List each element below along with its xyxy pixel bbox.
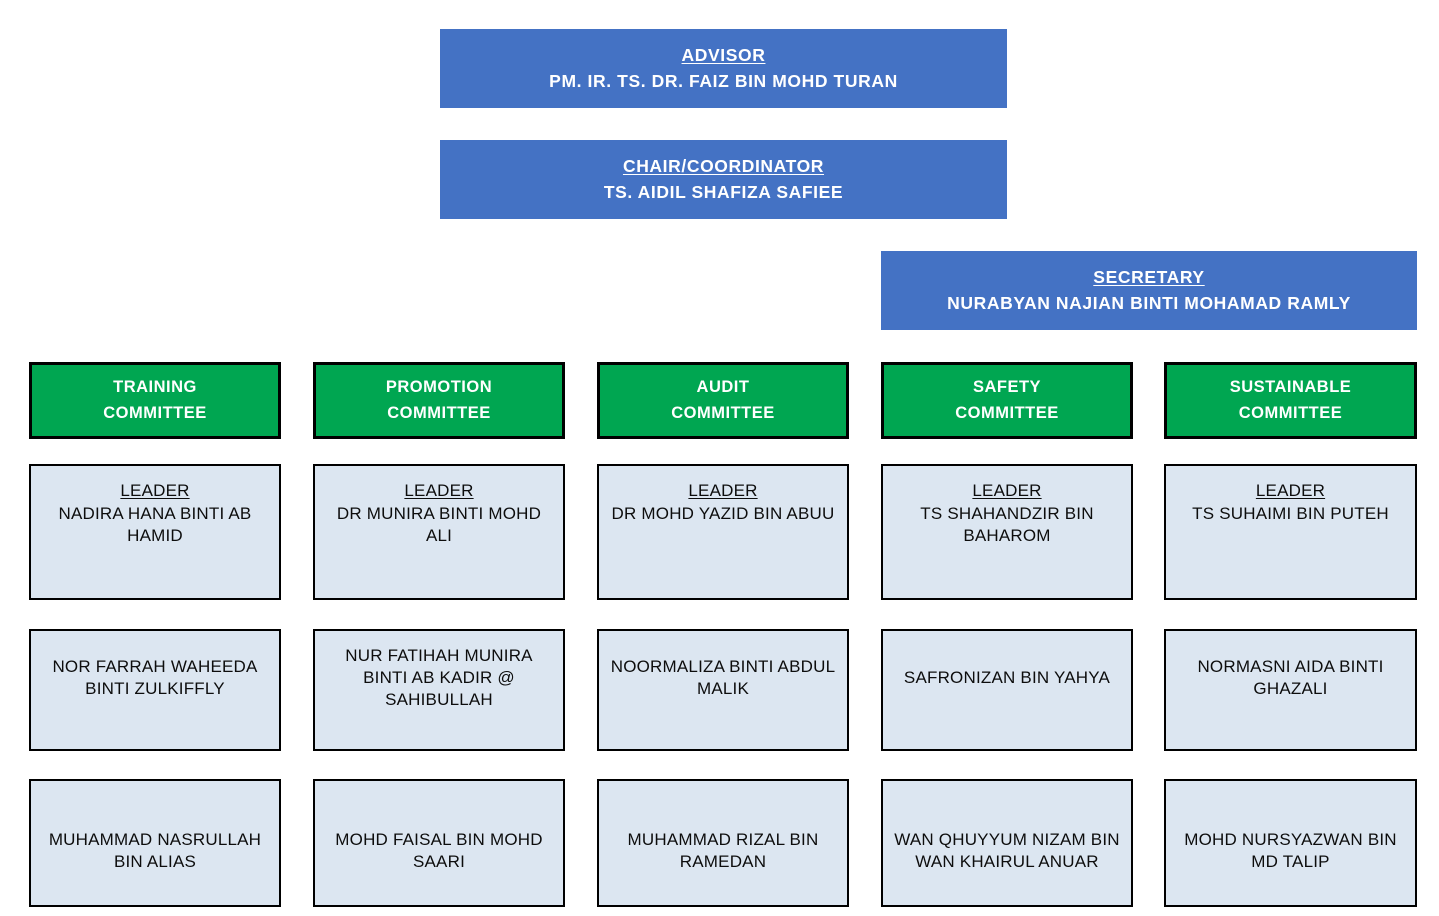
- leader-name-safety: TS SHAHANDZIR BIN BAHAROM: [920, 504, 1094, 546]
- committee-header-audit-line1: AUDIT: [696, 377, 750, 396]
- leader-name-sustainable: TS SUHAIMI BIN PUTEH: [1192, 504, 1389, 524]
- committee-header-promotion-line1: PROMOTION: [385, 377, 493, 396]
- chair-coordinator-name: TS. AIDIL SHAFIZA SAFIEE: [603, 181, 844, 202]
- committee-header-safety-line2: COMMITTEE: [955, 403, 1059, 422]
- leader-card-training: LEADER NADIRA HANA BINTI AB HAMID: [29, 464, 281, 600]
- member-card-promotion-3: MOHD FAISAL BIN MOHD SAARI: [313, 779, 565, 907]
- secretary-name: NURABYAN NAJIAN BINTI MOHAMAD RAMLY: [947, 292, 1351, 313]
- member-name-safety-3: WAN QHUYYUM NIZAM BIN WAN KHAIRUL ANUAR: [894, 829, 1120, 871]
- leader-card-promotion: LEADER DR MUNIRA BINTI MOHD ALI: [313, 464, 565, 600]
- member-card-training-2: NOR FARRAH WAHEEDA BINTI ZULKIFFLY: [29, 629, 281, 751]
- chair-coordinator-box: CHAIR/COORDINATOR TS. AIDIL SHAFIZA SAFI…: [440, 140, 1007, 219]
- advisor-name: PM. IR. TS. DR. FAIZ BIN MOHD TURAN: [549, 70, 898, 91]
- advisor-role-label: ADVISOR: [681, 45, 766, 66]
- member-name-audit-3: MUHAMMAD RIZAL BIN RAMEDAN: [627, 829, 819, 871]
- committee-header-training-line1: TRAINING: [113, 377, 197, 396]
- member-card-audit-2: NOORMALIZA BINTI ABDUL MALIK: [597, 629, 849, 751]
- leader-card-sustainable: LEADER TS SUHAIMI BIN PUTEH: [1164, 464, 1417, 600]
- member-name-promotion-2: NUR FATIHAH MUNIRA BINTI AB KADIR @ SAHI…: [345, 645, 533, 710]
- leader-label-safety: LEADER: [972, 481, 1042, 500]
- member-name-promotion-3: MOHD FAISAL BIN MOHD SAARI: [335, 829, 543, 871]
- committee-header-audit-line2: COMMITTEE: [671, 403, 775, 422]
- leader-label-sustainable: LEADER: [1255, 481, 1326, 500]
- member-card-sustainable-2: NORMASNI AIDA BINTI GHAZALI: [1164, 629, 1417, 751]
- member-card-training-3: MUHAMMAD NASRULLAH BIN ALIAS: [29, 779, 281, 907]
- member-card-safety-3: WAN QHUYYUM NIZAM BIN WAN KHAIRUL ANUAR: [881, 779, 1133, 907]
- committee-header-training-line2: COMMITTEE: [103, 403, 207, 422]
- member-name-training-3: MUHAMMAD NASRULLAH BIN ALIAS: [48, 829, 262, 871]
- member-name-training-2: NOR FARRAH WAHEEDA BINTI ZULKIFFLY: [52, 656, 258, 698]
- leader-label-audit: LEADER: [688, 481, 758, 500]
- committee-header-training: TRAINING COMMITTEE: [29, 362, 281, 439]
- leader-card-audit: LEADER DR MOHD YAZID BIN ABUU: [597, 464, 849, 600]
- leader-name-audit: DR MOHD YAZID BIN ABUU: [611, 504, 835, 524]
- member-name-sustainable-2: NORMASNI AIDA BINTI GHAZALI: [1197, 656, 1384, 698]
- committee-header-safety-line1: SAFETY: [972, 377, 1042, 396]
- committee-header-audit: AUDIT COMMITTEE: [597, 362, 849, 439]
- member-card-safety-2: SAFRONIZAN BIN YAHYA: [881, 629, 1133, 751]
- leader-name-training: NADIRA HANA BINTI AB HAMID: [58, 504, 252, 546]
- chair-coordinator-role-label: CHAIR/COORDINATOR: [622, 156, 825, 177]
- committee-header-promotion: PROMOTION COMMITTEE: [313, 362, 565, 439]
- committee-header-promotion-line2: COMMITTEE: [387, 403, 491, 422]
- member-name-sustainable-3: MOHD NURSYAZWAN BIN MD TALIP: [1184, 829, 1397, 871]
- member-card-promotion-2: NUR FATIHAH MUNIRA BINTI AB KADIR @ SAHI…: [313, 629, 565, 751]
- leader-name-promotion: DR MUNIRA BINTI MOHD ALI: [336, 504, 542, 546]
- secretary-box: SECRETARY NURABYAN NAJIAN BINTI MOHAMAD …: [881, 251, 1417, 330]
- committee-header-sustainable: SUSTAINABLE COMMITTEE: [1164, 362, 1417, 439]
- member-name-safety-2: SAFRONIZAN BIN YAHYA: [903, 667, 1111, 687]
- member-card-sustainable-3: MOHD NURSYAZWAN BIN MD TALIP: [1164, 779, 1417, 907]
- leader-label-promotion: LEADER: [404, 481, 474, 500]
- committee-header-sustainable-line2: COMMITTEE: [1238, 403, 1343, 422]
- secretary-role-label: SECRETARY: [1093, 267, 1205, 288]
- member-card-audit-3: MUHAMMAD RIZAL BIN RAMEDAN: [597, 779, 849, 907]
- member-name-audit-2: NOORMALIZA BINTI ABDUL MALIK: [610, 656, 836, 698]
- committee-header-sustainable-line1: SUSTAINABLE: [1229, 377, 1352, 396]
- leader-card-safety: LEADER TS SHAHANDZIR BIN BAHAROM: [881, 464, 1133, 600]
- committee-header-safety: SAFETY COMMITTEE: [881, 362, 1133, 439]
- advisor-box: ADVISOR PM. IR. TS. DR. FAIZ BIN MOHD TU…: [440, 29, 1007, 108]
- leader-label-training: LEADER: [120, 481, 190, 500]
